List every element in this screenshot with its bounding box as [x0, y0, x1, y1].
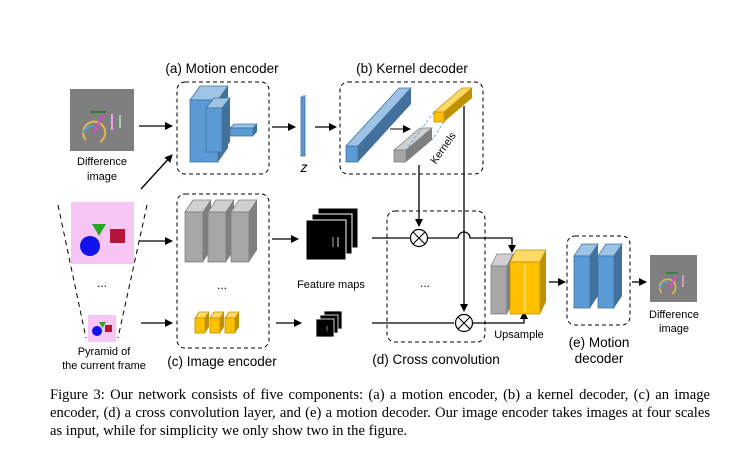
feature-maps-label: Feature maps	[297, 279, 365, 291]
image-encoder-large-layers	[184, 199, 258, 263]
kernel-link-top	[405, 111, 435, 151]
pyramid-small-frame	[88, 315, 116, 342]
difference-image-input	[70, 89, 134, 151]
difference-image-input-label-1: Difference	[77, 156, 127, 168]
cross-convolution-box	[386, 210, 486, 343]
cross-conv-ellipsis: ...	[420, 276, 430, 290]
arrow-frame-to-motion-encoder	[140, 154, 173, 190]
kernel-decoder-title: (b) Kernel decoder	[356, 61, 468, 76]
pyramid-label-2: the current frame	[62, 360, 146, 372]
image-encoder-box	[176, 193, 270, 349]
upsample-stack	[490, 249, 547, 315]
difference-image-output-label-1: Difference	[649, 309, 699, 321]
cross-convolution-title: (d) Cross convolution	[372, 352, 500, 367]
motion-encoder-layers	[189, 85, 258, 163]
cross-conv-small	[454, 313, 474, 333]
cross-conv-large	[409, 228, 429, 248]
feature-maps-small	[315, 310, 343, 338]
gold-kernels	[432, 87, 474, 123]
pyramid-large-frame	[71, 202, 134, 264]
kernel-decoder-layers	[345, 87, 412, 163]
kernel-decoder-box	[339, 81, 484, 175]
motion-encoder-box	[176, 81, 270, 175]
image-encoder-ellipsis: ...	[217, 278, 227, 292]
kernels-label: Kernels	[428, 130, 458, 166]
image-encoder-title: (c) Image encoder	[167, 354, 277, 369]
upsample-label: Upsample	[494, 329, 544, 341]
pyramid-edge-right	[117, 204, 148, 339]
line-conv-small-out	[473, 311, 528, 324]
line-conv-large-out	[428, 231, 516, 253]
motion-decoder-title-1: (e) Motion	[569, 335, 630, 350]
gray-kernels	[392, 127, 434, 163]
difference-image-output	[650, 255, 697, 302]
motion-decoder-box	[566, 235, 631, 326]
latent-z-vector	[300, 95, 307, 157]
pyramid-ellipsis: ...	[97, 276, 107, 290]
motion-encoder-title: (a) Motion encoder	[165, 61, 279, 76]
difference-image-input-label-2: image	[87, 171, 117, 183]
figure-caption: Figure 3: Our network consists of five c…	[50, 387, 710, 439]
feature-maps-large	[305, 207, 359, 261]
pyramid-edge-left	[57, 204, 87, 339]
pyramid-label-1: Pyramid of	[78, 346, 132, 358]
image-encoder-small-layers	[194, 311, 240, 334]
z-label: z	[300, 159, 308, 175]
difference-image-output-label-2: image	[659, 323, 689, 335]
motion-decoder-title-2: decoder	[575, 351, 624, 366]
kernel-link-bottom	[431, 121, 445, 141]
motion-decoder-layers	[573, 243, 623, 309]
